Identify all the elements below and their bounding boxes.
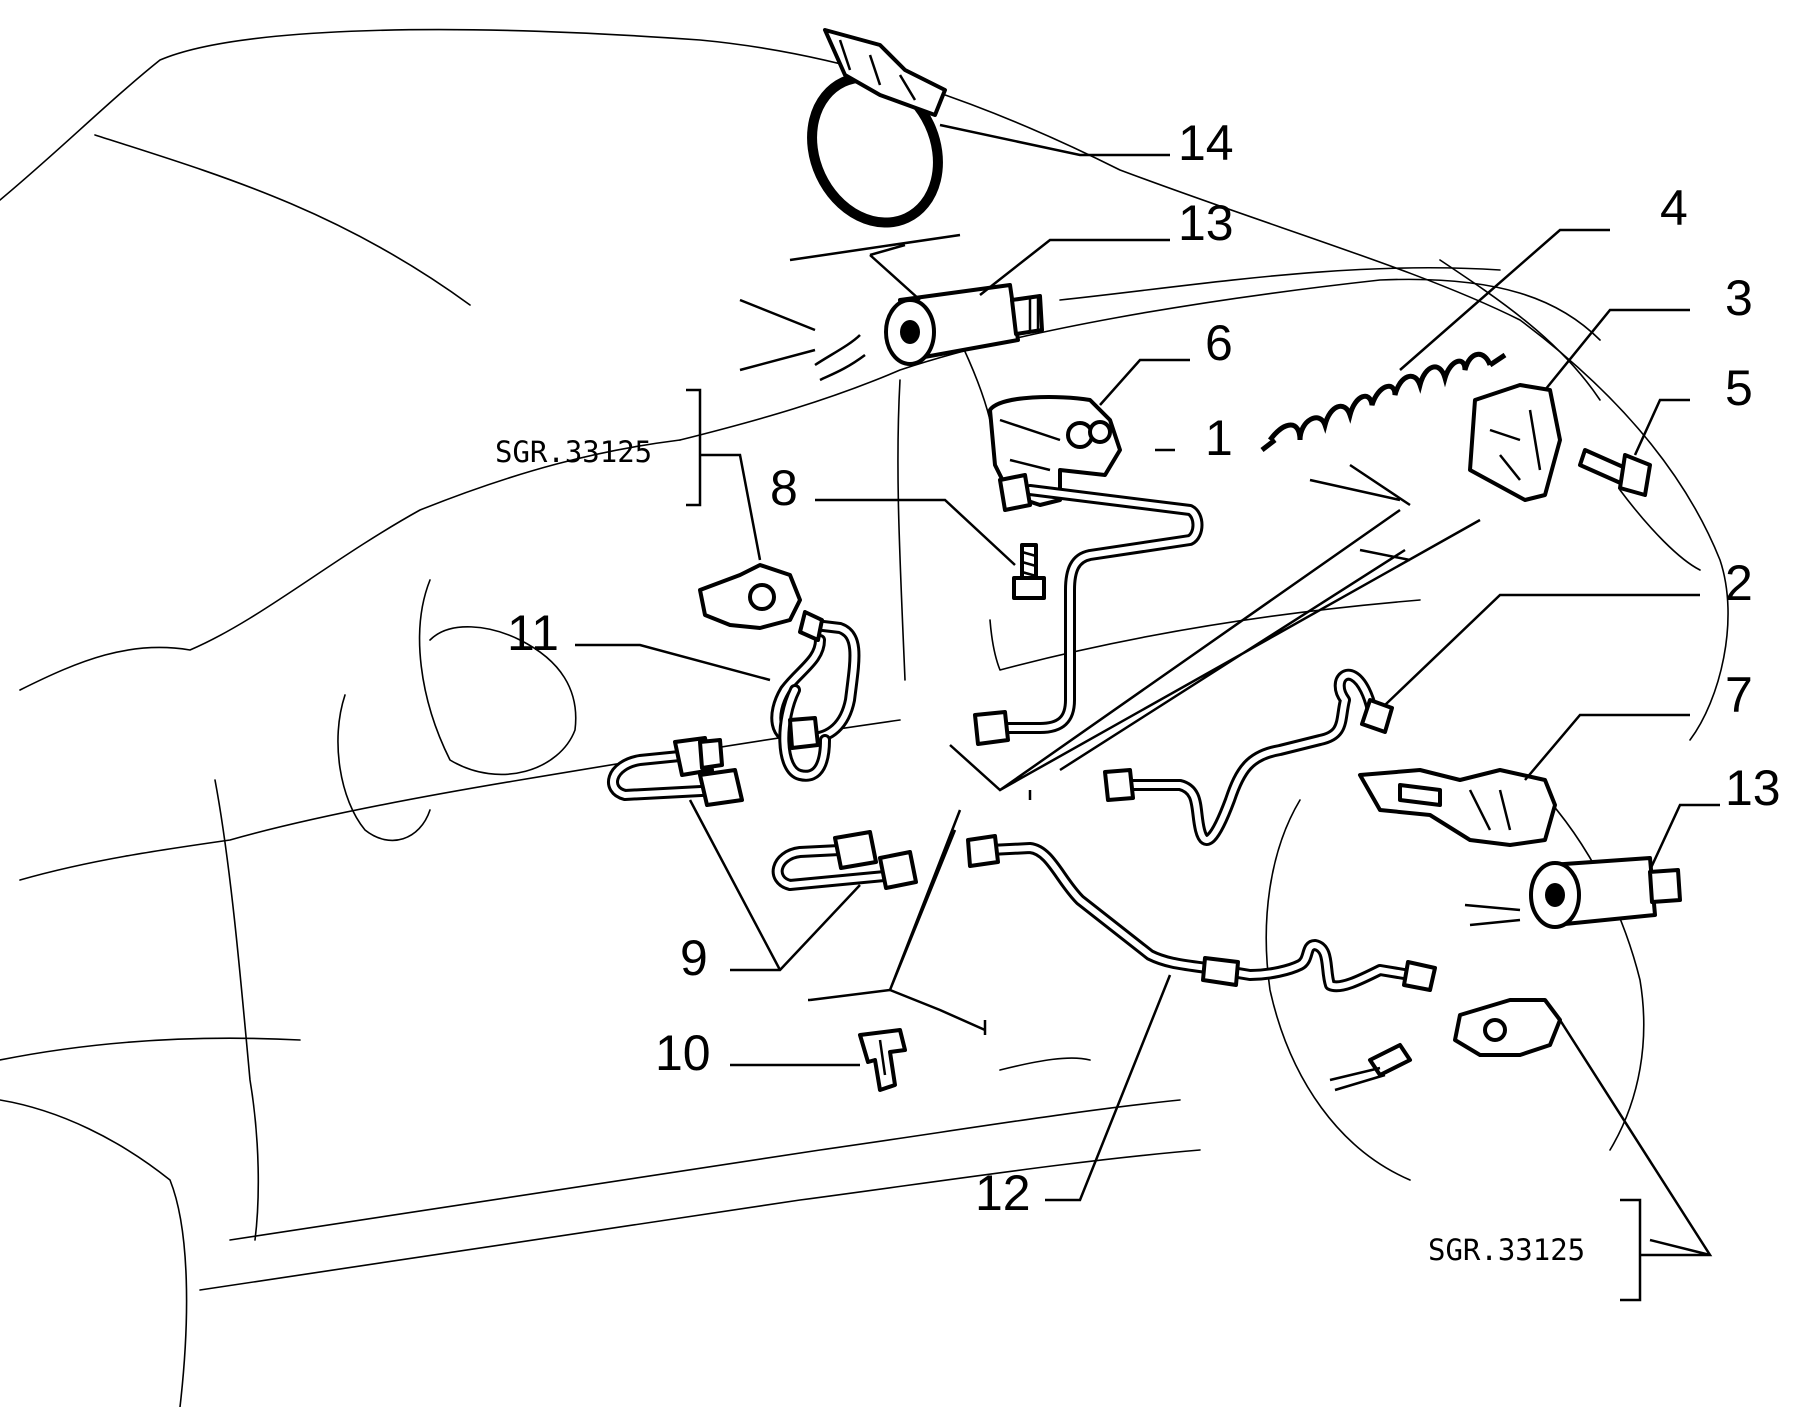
sgr-valve-lower [1329, 998, 1562, 1092]
reference-sgr-lower: SGR.33125 [1428, 1233, 1585, 1267]
bracket-13-upper [789, 233, 961, 301]
leader-4 [1399, 228, 1610, 371]
part-11-pipe [770, 610, 861, 782]
part-8-screw [1012, 543, 1046, 600]
leader-13a [979, 238, 1170, 296]
label-1: 1 [1205, 410, 1233, 466]
part-14-hose-clamp [807, 28, 947, 228]
part-9-flexible-hose-a [607, 736, 744, 807]
bracket-10 [808, 809, 987, 1035]
part-9-flexible-hose-b [771, 830, 918, 891]
label-6: 6 [1205, 315, 1233, 371]
label-13-upper: 13 [1178, 195, 1234, 251]
leader-12 [1045, 974, 1172, 1202]
label-10: 10 [655, 1025, 711, 1081]
label-5: 5 [1725, 360, 1753, 416]
label-2: 2 [1725, 555, 1753, 611]
assembly-bracket-lines [949, 463, 1481, 800]
part-13-upper-bleeder-fitting [739, 283, 1044, 382]
leader-sgr-upper [705, 453, 762, 561]
label-13-lower: 13 [1725, 760, 1781, 816]
part-1-rigid-pipe [973, 473, 1204, 746]
part-5-bolt [1578, 448, 1652, 497]
bracket-sgr-upper [686, 388, 705, 507]
label-14: 14 [1178, 115, 1234, 171]
car-body-outline [0, 28, 1729, 1407]
label-4: 4 [1660, 180, 1688, 236]
leader-11 [575, 643, 771, 682]
leader-7 [1524, 713, 1690, 781]
leader-14 [939, 123, 1170, 157]
label-9: 9 [680, 930, 708, 986]
label-7: 7 [1725, 667, 1753, 723]
label-12: 12 [975, 1165, 1031, 1221]
sgr-valve-upper [698, 563, 802, 630]
leader-2 [1384, 593, 1700, 706]
label-8: 8 [770, 460, 798, 516]
part-7-pressure-regulator-rear [1358, 768, 1557, 847]
leader-sgr-lower [1558, 1019, 1713, 1257]
leader-13b [1648, 803, 1720, 871]
label-11: 11 [507, 605, 559, 661]
leader-5 [1633, 398, 1690, 456]
part-2-pipe [1103, 668, 1394, 847]
label-3: 3 [1725, 270, 1753, 326]
leader-6 [1099, 358, 1190, 406]
part-13-lower-bleeder-fitting [1464, 856, 1682, 929]
part-12-rigid-pipe [966, 834, 1437, 993]
part-3-bracket [1468, 383, 1562, 502]
bracket-sgr-lower [1620, 1198, 1655, 1302]
leader-3 [1544, 308, 1690, 391]
leader-9 [688, 799, 861, 972]
part-10-clip [858, 1028, 907, 1092]
reference-sgr-upper: SGR.33125 [495, 435, 652, 469]
leader-8 [815, 498, 1016, 566]
part-4-spring [1260, 351, 1507, 452]
